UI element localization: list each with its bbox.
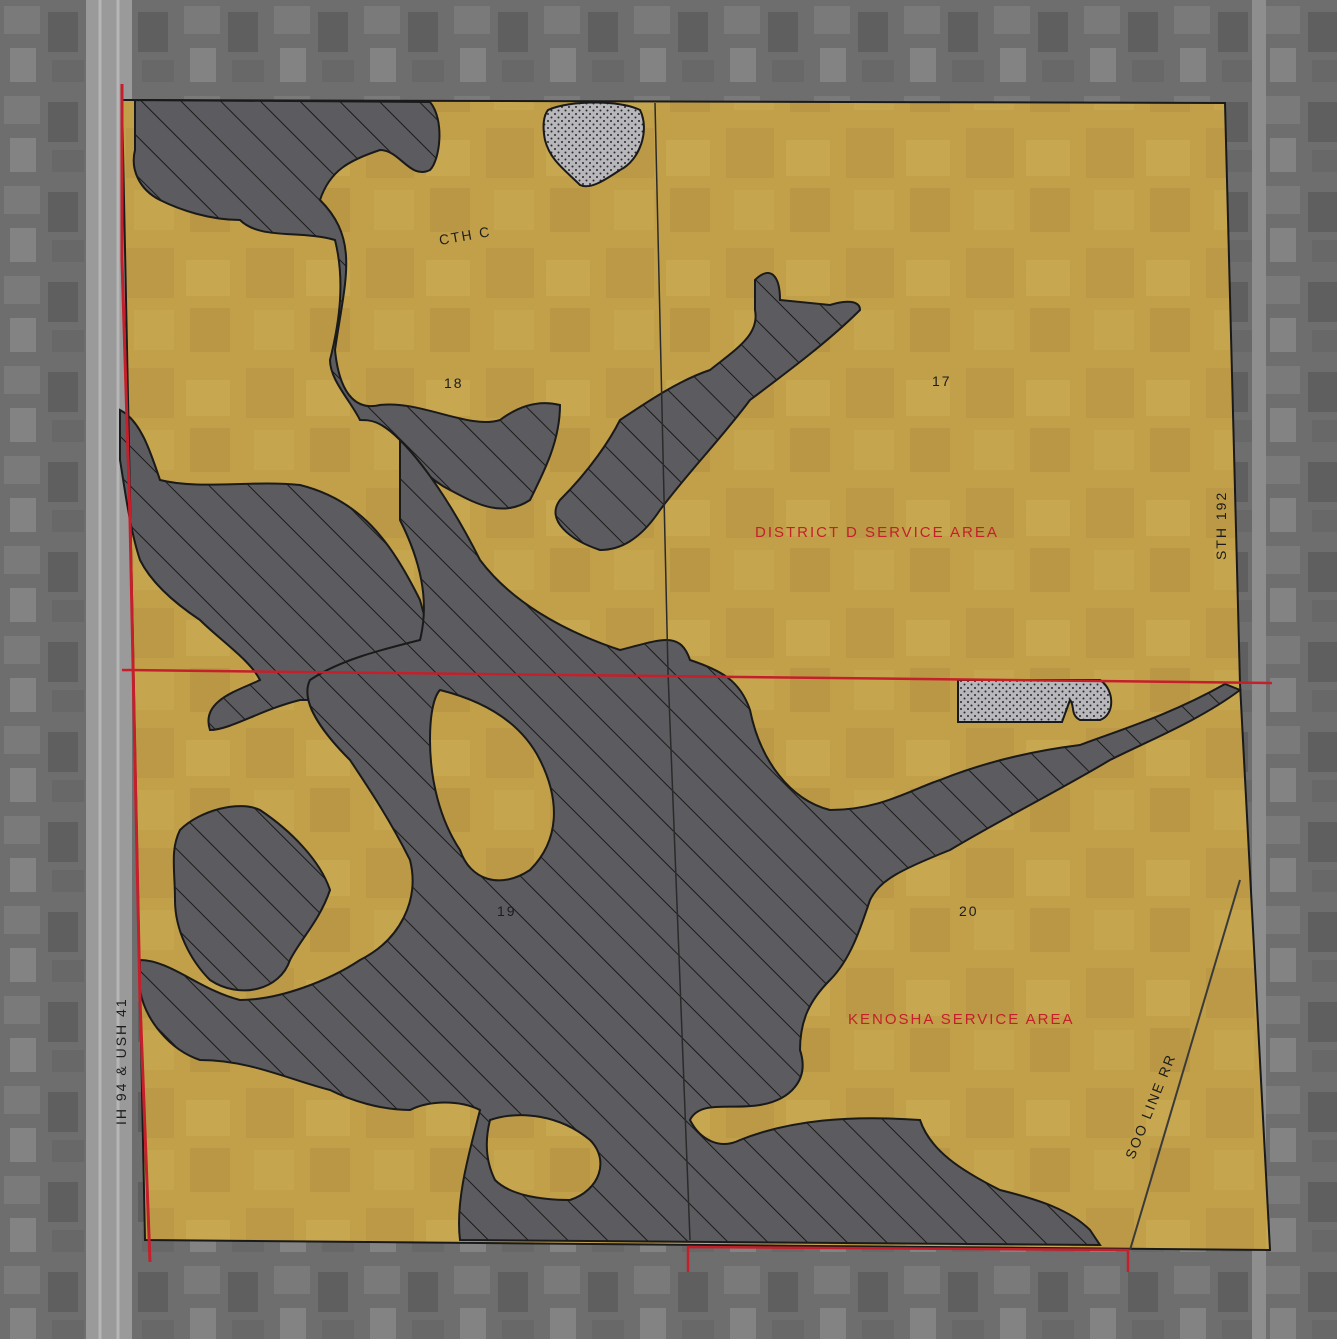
service-boundary-divider: [121, 668, 1273, 685]
upland-island-2: [485, 1114, 602, 1202]
upland-island-1: [428, 688, 555, 882]
freeway-label: IH 94 & USH 41: [113, 997, 129, 1125]
section-20-label: 20: [959, 903, 979, 919]
section-line-north: [654, 102, 669, 673]
service-boundary-west: [120, 84, 152, 1263]
hatched-area-north: [132, 98, 562, 510]
stippled-area-north: [542, 101, 645, 188]
section-18-label: 18: [444, 375, 464, 391]
section-17-label: 17: [932, 373, 952, 389]
hatched-area-northeast-arm: [554, 272, 862, 552]
section-line-south: [667, 671, 691, 1241]
stippled-area-east: [957, 679, 1113, 723]
hatched-area-west-lobe: [172, 805, 332, 992]
kenosha-service-area-label: KENOSHA SERVICE AREA: [848, 1011, 1074, 1028]
service-boundary-south: [686, 1245, 1130, 1272]
hatched-area-river: [139, 437, 1243, 1247]
railroad-line: [1129, 879, 1241, 1251]
section-19-label: 19: [497, 903, 517, 919]
sth-192-label: STH 192: [1213, 491, 1229, 560]
district-d-service-area-label: DISTRICT D SERVICE AREA: [755, 524, 999, 541]
